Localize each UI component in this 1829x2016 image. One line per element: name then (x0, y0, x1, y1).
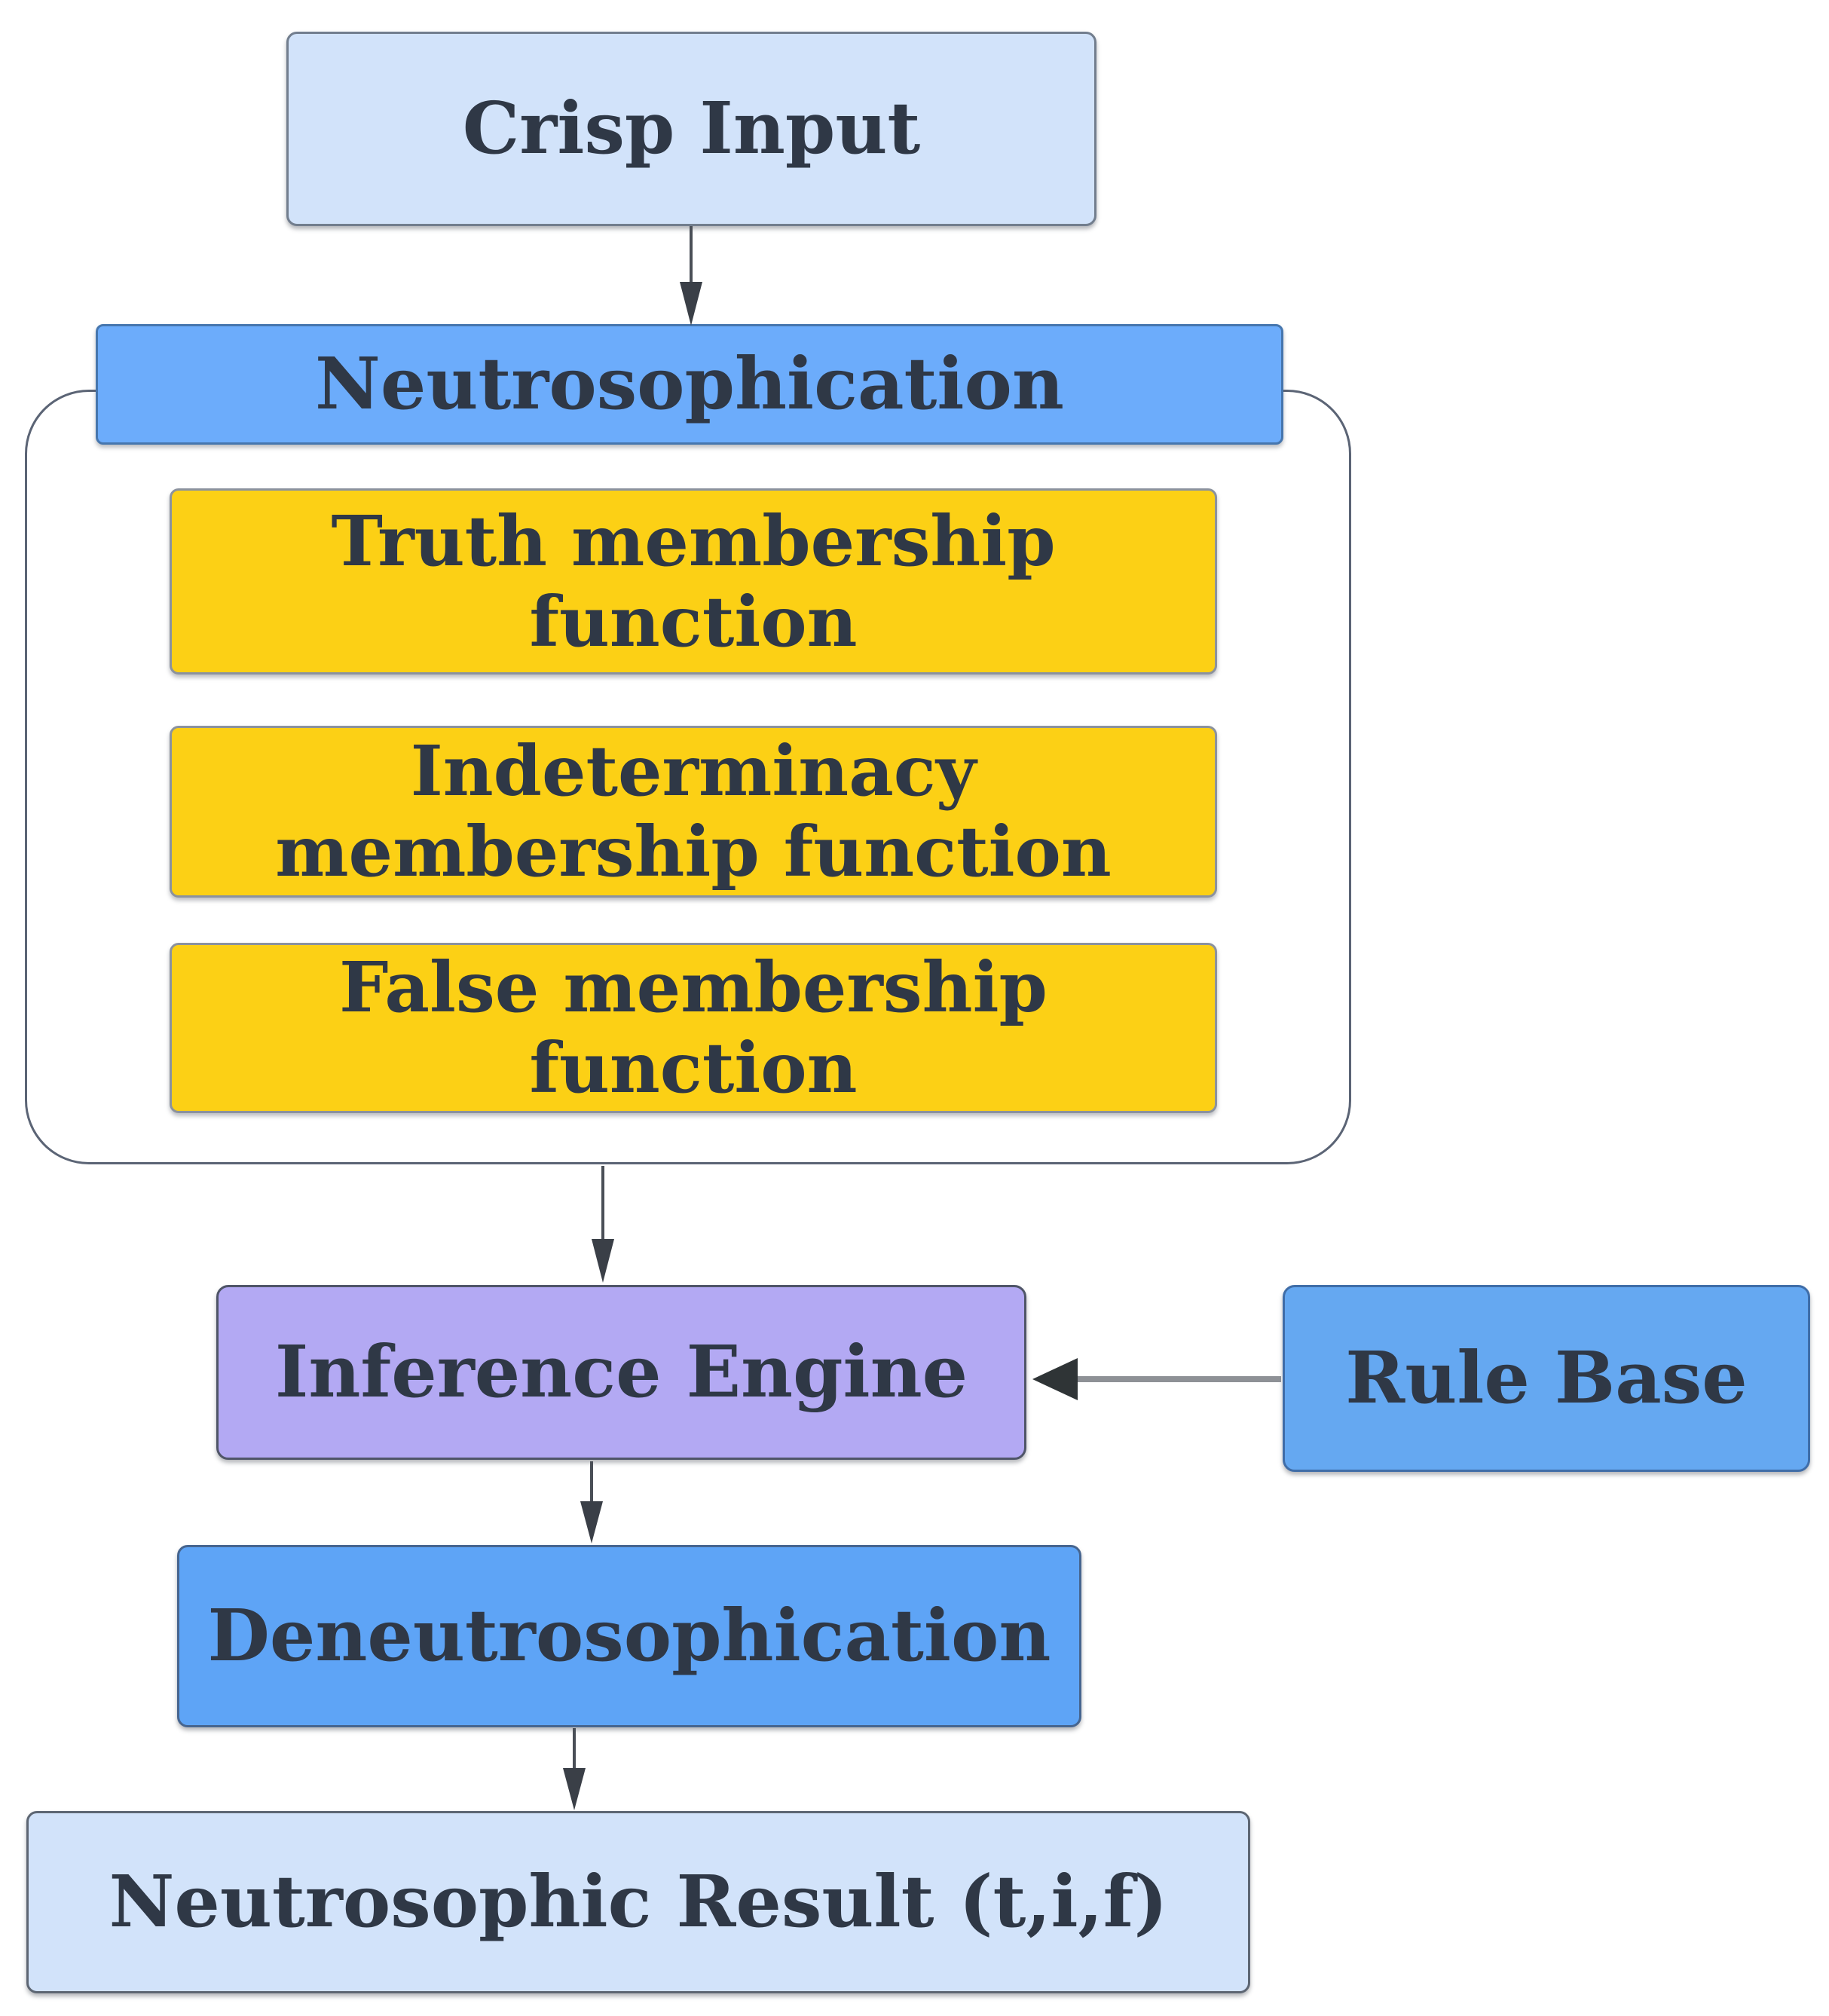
rule-base-node: Rule Base (1283, 1285, 1810, 1472)
crisp-input-label: Crisp Input (462, 86, 921, 170)
deneutrosophication-node: Deneutrosophication (177, 1545, 1081, 1727)
inference-engine-node: Inference Engine (216, 1285, 1026, 1460)
false-membership-node: False membership function (170, 943, 1217, 1113)
false-membership-label: False membership function (339, 947, 1048, 1109)
arrow-group-to-inference (592, 1166, 614, 1283)
indeterminacy-membership-label: Indeterminacy membership function (275, 730, 1112, 892)
inference-engine-label: Inference Engine (274, 1329, 968, 1414)
arrow-crisp-to-neutrosophication (680, 226, 702, 326)
arrow-deneutrosophication-to-result (563, 1728, 586, 1810)
deneutrosophication-label: Deneutrosophication (207, 1593, 1051, 1678)
indeterminacy-membership-node: Indeterminacy membership function (170, 726, 1217, 898)
neutrosophic-result-node: Neutrosophic Result (t,i,f) (26, 1811, 1250, 1993)
neutrosophication-node: Neutrosophication (96, 324, 1283, 445)
arrow-rulebase-to-inference (1032, 1358, 1281, 1400)
neutrosophic-result-label: Neutrosophic Result (t,i,f) (109, 1859, 1168, 1944)
truth-membership-node: Truth membership function (170, 488, 1217, 675)
crisp-input-node: Crisp Input (286, 32, 1096, 226)
rule-base-label: Rule Base (1345, 1335, 1748, 1420)
truth-membership-label: Truth membership function (331, 500, 1056, 662)
neutrosophication-label: Neutrosophication (315, 341, 1064, 426)
arrow-inference-to-deneutrosophication (580, 1461, 603, 1543)
